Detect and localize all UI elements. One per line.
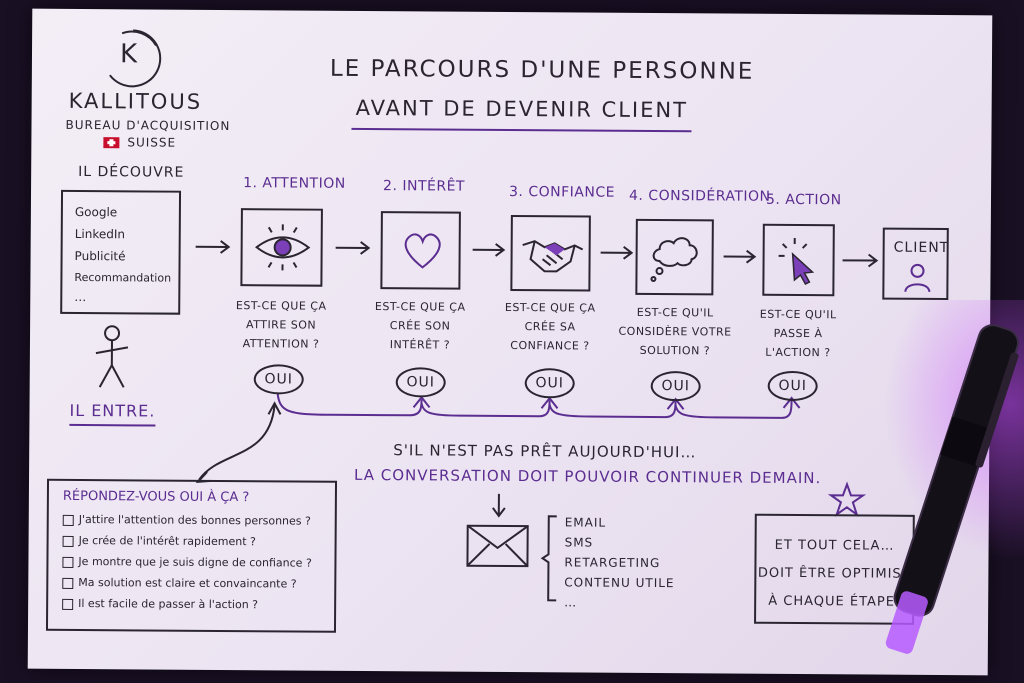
step-1-q3: ATTENTION ? xyxy=(242,337,320,351)
step-3-question: EST-CE QUE ÇA CRÉE SA CONFIANCE ? xyxy=(494,298,606,356)
step-5-title: 5. ACTION xyxy=(765,191,842,209)
channel-item: RETARGETING xyxy=(564,555,661,571)
flow-arrows xyxy=(195,240,879,518)
envelope-icon xyxy=(466,524,529,568)
step-4-question: EST-CE QU'IL CONSIDÈRE VOTRE SOLUTION ? xyxy=(616,303,734,361)
step-3-q1: EST-CE QUE ÇA xyxy=(504,300,596,315)
step-3-title: 3. CONFIANCE xyxy=(508,183,616,201)
step-2-q1: EST-CE QUE ÇA xyxy=(374,300,466,314)
step-4-box xyxy=(635,218,714,296)
step-5-box xyxy=(762,223,835,297)
checklist-item: Je montre que je suis digne de confiance… xyxy=(62,554,324,572)
step-5-q3: L'ACTION ? xyxy=(765,345,831,360)
step-5-question: EST-CE QU'IL PASSE À L'ACTION ? xyxy=(742,305,854,363)
followup-line-2: LA CONVERSATION DOIT POUVOIR CONTINUER D… xyxy=(354,465,822,488)
step-2-box xyxy=(380,211,461,290)
step-2-q2: CRÉE SON xyxy=(389,319,451,333)
client-box: CLIENT xyxy=(882,227,950,301)
step-1-question: EST-CE QUE ÇA ATTIRE SON ATTENTION ? xyxy=(226,296,336,354)
step-5-q1: EST-CE QU'IL xyxy=(759,307,837,322)
step-1-q1: EST-CE QUE ÇA xyxy=(235,299,327,313)
step-5-oui-bubble: OUI xyxy=(767,370,818,402)
eye-icon xyxy=(255,224,311,271)
step-2-oui-bubble: OUI xyxy=(395,367,446,398)
step-1-oui-bubble: OUI xyxy=(253,364,304,395)
checklist-item: Je crée de l'intérêt rapidement ? xyxy=(63,533,325,551)
followup-line-1: S'IL N'EST PAS PRÊT AUJOURD'HUI… xyxy=(393,441,697,462)
pen-icon xyxy=(885,324,1020,654)
checklist-item: Il est facile de passer à l'action ? xyxy=(62,596,324,614)
heart-icon xyxy=(404,233,441,269)
channel-item: CONTENU UTILE xyxy=(564,575,675,591)
channel-item: SMS xyxy=(564,535,594,550)
step-3-q2: CRÉE SA xyxy=(524,320,576,334)
step-4-q2: CONSIDÈRE VOTRE xyxy=(618,324,732,339)
channel-item: EMAIL xyxy=(564,515,607,530)
step-3-q3: CONFIANCE ? xyxy=(510,339,590,353)
step-3-box xyxy=(510,215,591,292)
person-icon xyxy=(904,263,931,293)
checklist-item: J'attire l'attention des bonnes personne… xyxy=(63,512,325,530)
stick-figure-icon xyxy=(95,325,129,388)
step-2-title: 2. INTÉRÊT xyxy=(383,178,466,195)
thought-cloud-icon xyxy=(650,237,698,282)
step-4-oui-bubble: OUI xyxy=(650,370,701,402)
step-1-title: 1. ATTENTION xyxy=(243,175,346,192)
step-4-title: 4. CONSIDÉRATION xyxy=(628,187,771,205)
step-5-q2: PASSE À xyxy=(773,326,823,341)
step-2-question: EST-CE QUE ÇA CRÉE SON INTÉRÊT ? xyxy=(365,297,475,355)
checklist-item: Ma solution est claire et convaincante ? xyxy=(62,575,324,593)
channels-brace xyxy=(540,515,557,602)
step-4-q3: SOLUTION ? xyxy=(639,343,711,358)
step-4-q1: EST-CE QU'IL xyxy=(636,305,714,320)
cursor-click-icon xyxy=(778,237,815,286)
star-icon xyxy=(827,481,867,517)
checklist-heading: RÉPONDEZ-VOUS OUI À ÇA ? xyxy=(62,488,250,506)
step-1-box xyxy=(240,208,323,287)
handshake-icon xyxy=(522,240,584,273)
step-3-oui-bubble: OUI xyxy=(524,368,575,399)
checklist-box: RÉPONDEZ-VOUS OUI À ÇA ? J'attire l'atte… xyxy=(45,478,338,633)
step-2-q3: INTÉRÊT ? xyxy=(389,338,451,352)
client-label: CLIENT xyxy=(893,239,950,257)
checklist: J'attire l'attention des bonnes personne… xyxy=(62,512,325,614)
paper-sheet: K KALLITOUS BUREAU D'ACQUISITION SUISSE … xyxy=(27,8,993,676)
channels-list: EMAIL SMS RETARGETING CONTENU UTILE … xyxy=(564,512,675,613)
step-1-q2: ATTIRE SON xyxy=(246,318,317,332)
logo-circle-icon xyxy=(109,29,162,88)
channel-item: … xyxy=(564,595,578,610)
